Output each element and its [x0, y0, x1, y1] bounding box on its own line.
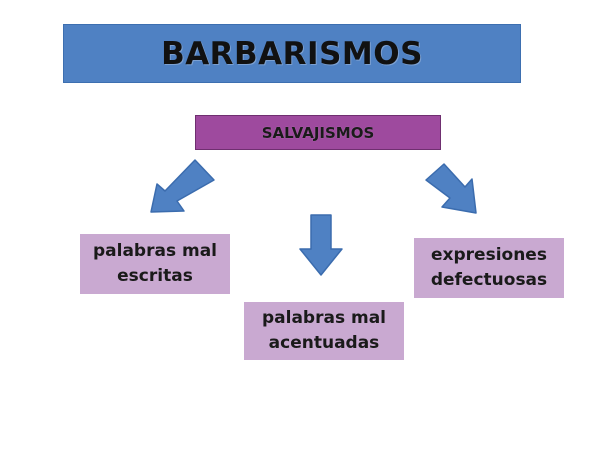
arrow-down-icon [299, 214, 343, 276]
branch-box-palabras-mal-escritas: palabras mal escritas [80, 234, 230, 294]
subtitle-text: SALVAJISMOS [261, 123, 375, 142]
arrow-down-left-icon [150, 159, 215, 213]
title-text: BARBARISMOS [161, 35, 423, 72]
branch-line-1: palabras mal [261, 308, 386, 328]
branch-line-2: acentuadas [268, 333, 380, 353]
branch-line-1: palabras mal [92, 241, 217, 261]
branch-line-2: defectuosas [430, 270, 548, 290]
branch-line-1: expresiones [431, 245, 547, 265]
arrow-down-right-icon [425, 163, 477, 214]
branch-box-palabras-mal-acentuadas: palabras mal acentuadas [244, 302, 404, 360]
title-box: BARBARISMOS [63, 24, 521, 83]
branch-line-2: escritas [117, 266, 193, 286]
branch-box-expresiones-defectuosas: expresiones defectuosas [414, 238, 564, 298]
subtitle-box: SALVAJISMOS [195, 115, 441, 150]
